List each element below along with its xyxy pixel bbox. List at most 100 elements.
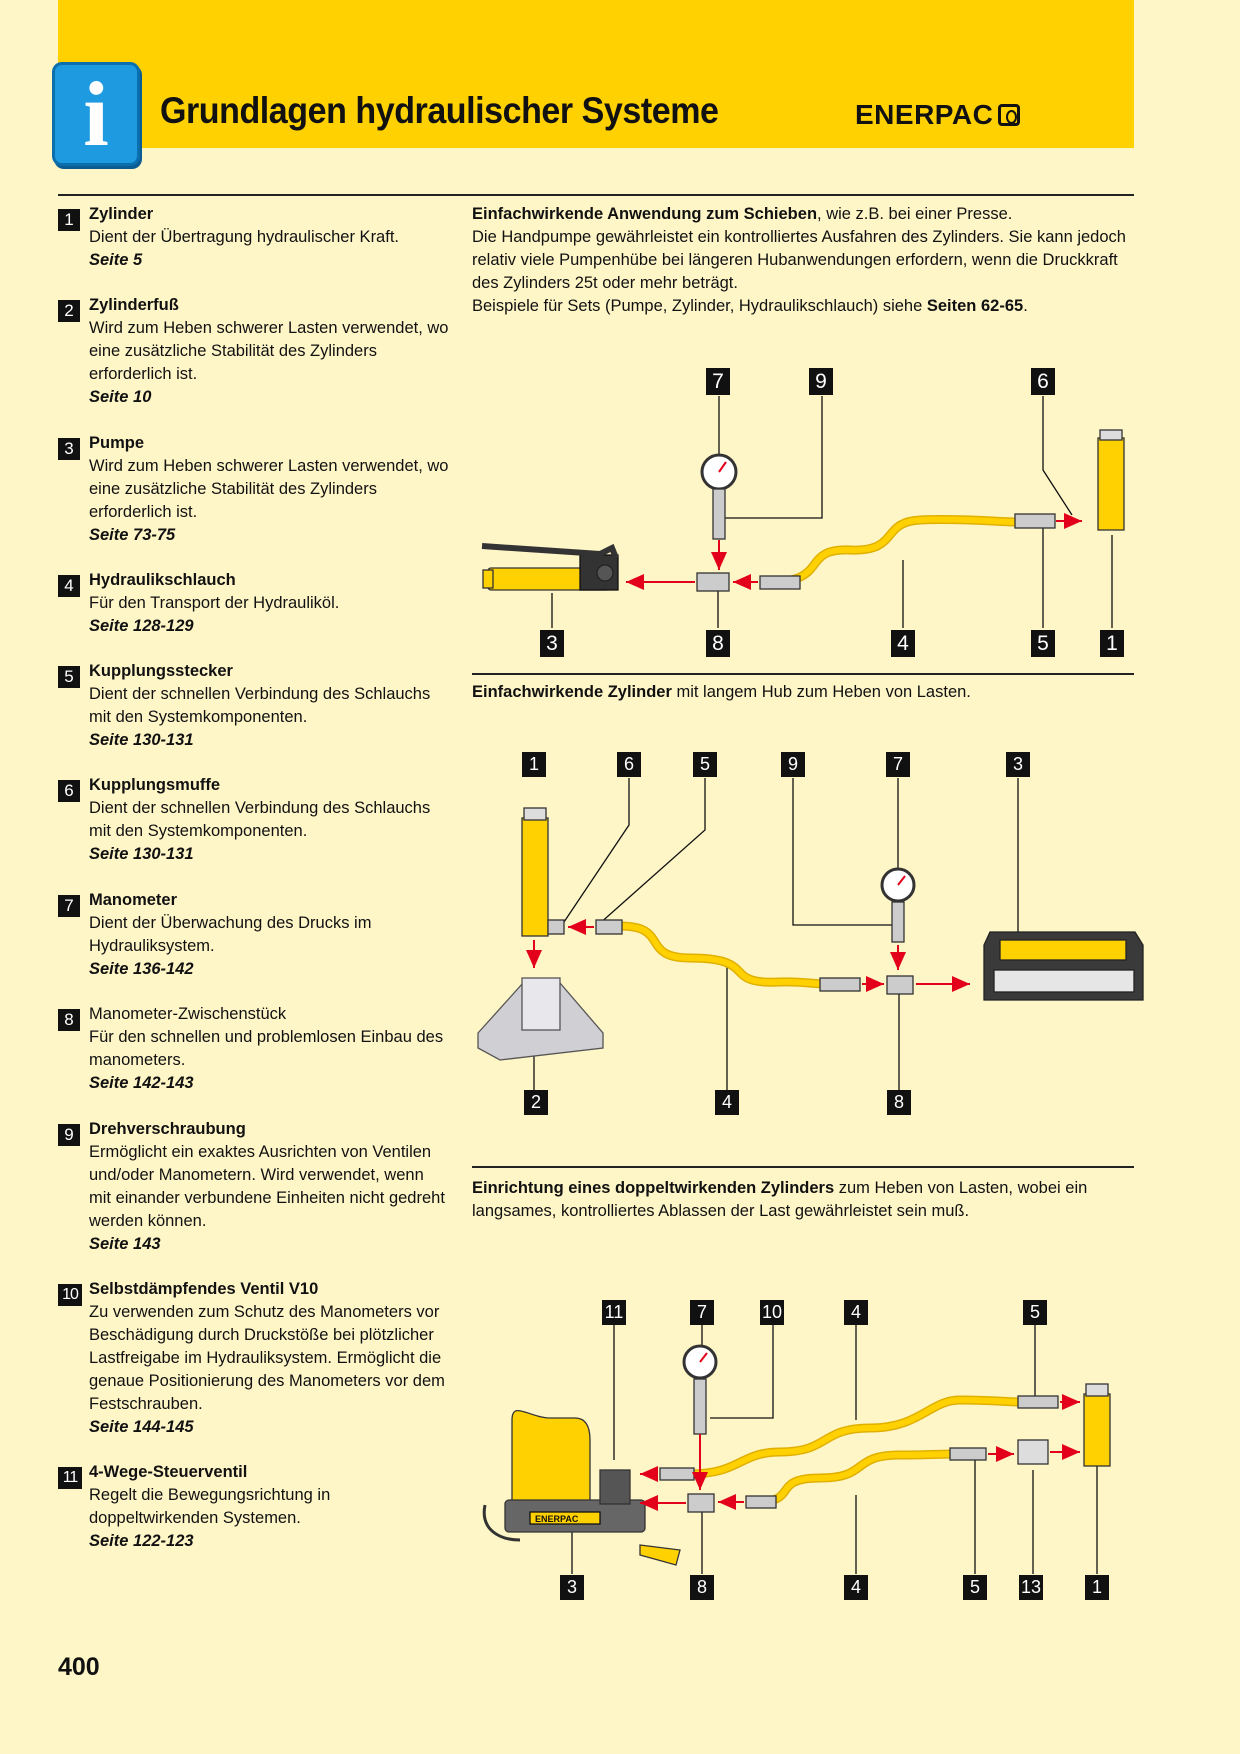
diagram-2-tag: 6 xyxy=(617,752,641,777)
component-number: 10 xyxy=(58,1284,82,1306)
diagram-3-tag: 4 xyxy=(844,1575,868,1600)
diagram-2-tag: 7 xyxy=(886,752,910,777)
brand-mark-icon xyxy=(998,104,1021,126)
component-number: 3 xyxy=(58,438,80,460)
component-number: 7 xyxy=(58,895,80,917)
pressure-gauge-icon xyxy=(880,867,916,943)
cylinder-icon xyxy=(1097,429,1125,531)
diagram-2 xyxy=(477,778,1144,1100)
electric-pump-icon: ENERPAC xyxy=(482,1409,681,1566)
page-title: Grundlagen hydraulischer Systeme xyxy=(160,90,719,131)
diagram-3-tag: 10 xyxy=(760,1300,785,1325)
component-page-ref: Seite 122-123 xyxy=(89,1532,194,1550)
component-description: Ermöglicht ein exaktes Ausrichten von Ve… xyxy=(89,1143,445,1230)
component-description: Dient der Übertragung hydraulischer Kraf… xyxy=(89,228,399,246)
section-divider xyxy=(472,673,1134,675)
diagram-3-tag: 5 xyxy=(1023,1300,1047,1325)
diagram-2-tag: 5 xyxy=(693,752,717,777)
brand-name: ENERPAC xyxy=(855,99,994,130)
component-title: Kupplungsmuffe xyxy=(89,776,221,794)
section-1-heading: Einfachwirkende Anwendung zum Schieben xyxy=(472,205,818,223)
diagram-1-tag: 8 xyxy=(706,630,730,657)
section-1-page-ref: Seiten 62-65 xyxy=(926,297,1024,315)
component-number: 5 xyxy=(58,666,80,688)
component-page-ref: Seite 5 xyxy=(89,251,143,269)
electric-pump-icon xyxy=(983,931,1144,1001)
component-page-ref: Seite 142-143 xyxy=(89,1074,194,1092)
diagram-3: ENERPAC xyxy=(482,1323,1111,1574)
section-2-description: Einfachwirkende Zylinder mit langem Hub … xyxy=(472,681,1134,704)
component-description: Regelt die Bewegungsrichtung in doppeltw… xyxy=(89,1486,331,1527)
diagram-1-tag: 9 xyxy=(809,368,833,395)
component-page-ref: Seite 73-75 xyxy=(89,526,176,544)
component-title: Drehverschraubung xyxy=(89,1120,246,1138)
diagram-3-tag: 4 xyxy=(844,1300,868,1325)
diagram-1 xyxy=(481,396,1125,628)
section-2-heading: Einfachwirkende Zylinder xyxy=(472,683,672,701)
component-page-ref: Seite 144-145 xyxy=(89,1418,194,1436)
brand-logo: ENERPAC xyxy=(855,99,1021,131)
pressure-gauge-icon xyxy=(700,453,738,540)
section-1-text: Beispiele für Sets (Pumpe, Zylinder, Hyd… xyxy=(472,297,927,315)
component-title: Kupplungsstecker xyxy=(89,662,233,680)
component-page-ref: Seite 136-142 xyxy=(89,960,194,978)
component-page-ref: Seite 10 xyxy=(89,388,152,406)
diagram-1-tag: 3 xyxy=(540,630,564,657)
component-title: Manometer xyxy=(89,891,178,909)
component-number: 2 xyxy=(58,300,80,322)
diagram-1-tag: 1 xyxy=(1100,630,1124,657)
pump-brand-label: ENERPAC xyxy=(535,1514,579,1524)
component-page-ref: Seite 143 xyxy=(89,1235,161,1253)
component-description: Zu verwenden zum Schutz des Manometers v… xyxy=(89,1303,445,1413)
diagram-3-tag: 3 xyxy=(560,1575,584,1600)
top-divider xyxy=(58,194,1134,196)
section-1-text: Die Handpumpe gewährleistet ein kontroll… xyxy=(472,228,1126,292)
component-title: Selbstdämpfendes Ventil V10 xyxy=(89,1280,319,1298)
diagram-1-tag: 4 xyxy=(891,630,915,657)
component-number: 11 xyxy=(58,1467,82,1489)
component-title: 4-Wege-Steuerventil xyxy=(89,1463,248,1481)
diagram-3-tag: 1 xyxy=(1085,1575,1109,1600)
diagram-1-tag: 7 xyxy=(706,368,730,395)
diagram-2-tag: 1 xyxy=(522,752,546,777)
component-page-ref: Seite 128-129 xyxy=(89,617,194,635)
diagram-1-tag: 6 xyxy=(1031,368,1055,395)
component-number: 6 xyxy=(58,780,80,802)
component-description: Dient der Überwachung des Drucks im Hydr… xyxy=(89,914,372,955)
component-page-ref: Seite 130-131 xyxy=(89,731,194,749)
section-2-text: mit langem Hub zum Heben von Lasten. xyxy=(671,683,971,701)
section-1-text: . xyxy=(1023,297,1028,315)
diagram-2-tag: 8 xyxy=(887,1090,911,1115)
diagram-3-tag: 8 xyxy=(690,1575,714,1600)
section-1-text: , wie z.B. bei einer Presse. xyxy=(817,205,1013,223)
section-3-heading: Einrichtung eines doppeltwirkenden Zylin… xyxy=(472,1179,835,1197)
section-3-text: zum Heben von Lasten, wobei ein langsame… xyxy=(472,1179,1088,1220)
info-icon: i xyxy=(52,62,140,166)
pressure-gauge-icon xyxy=(682,1344,718,1435)
header-band xyxy=(58,0,1134,148)
component-number: 9 xyxy=(58,1124,80,1146)
cylinder-icon xyxy=(521,807,549,937)
component-page-ref: Seite 130-131 xyxy=(89,845,194,863)
section-divider xyxy=(472,1166,1134,1168)
diagram-3-tag: 11 xyxy=(602,1300,626,1325)
component-title: Pumpe xyxy=(89,434,145,452)
cylinder-icon xyxy=(1083,1383,1111,1467)
component-description: Für den schnellen und problemlosen Einba… xyxy=(89,1028,444,1069)
diagram-3-tag: 7 xyxy=(690,1300,714,1325)
component-description: Für den Transport der Hydrauliköl. xyxy=(89,594,340,612)
component-description: Wird zum Heben schwerer Lasten verwendet… xyxy=(89,319,449,383)
diagram-3-tag: 13 xyxy=(1019,1575,1044,1600)
component-title: Zylinderfuß xyxy=(89,296,179,314)
hand-pump-icon xyxy=(481,543,619,591)
component-description: Wird zum Heben schwerer Lasten verwendet… xyxy=(89,457,449,521)
component-number: 1 xyxy=(58,209,80,231)
diagram-3-tag: 5 xyxy=(963,1575,987,1600)
component-title: Manometer-Zwischenstück xyxy=(89,1005,287,1023)
component-title: Hydraulikschlauch xyxy=(89,571,236,589)
component-description: Dient der schnellen Verbindung des Schla… xyxy=(89,685,431,726)
diagram-1-tag: 5 xyxy=(1031,630,1055,657)
component-number: 4 xyxy=(58,575,80,597)
diagram-2-tag: 9 xyxy=(781,752,805,777)
